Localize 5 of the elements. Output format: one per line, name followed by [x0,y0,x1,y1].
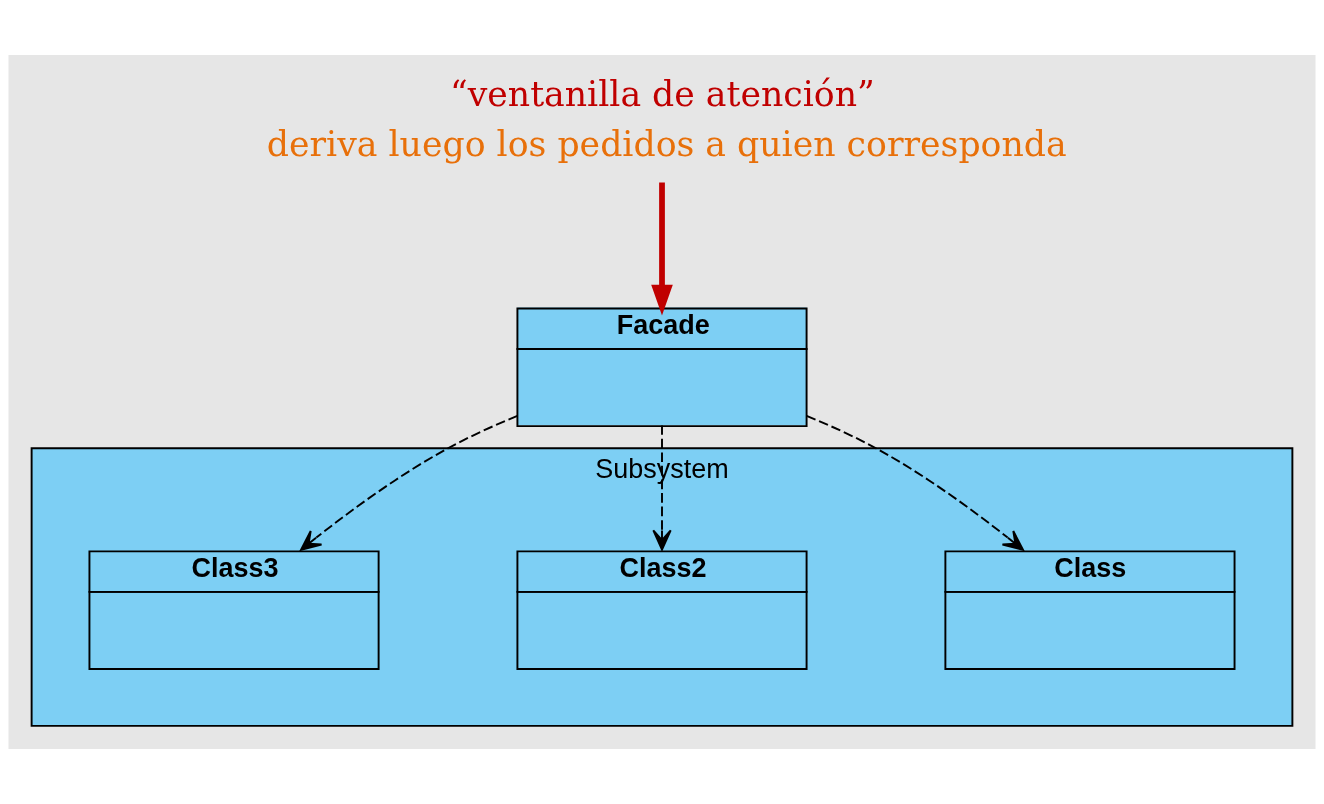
node-text: “ventanilla de atención” deriva luego los pedidos a quien corresponda [266,73,1067,165]
arrow [651,182,673,316]
arrow [300,415,519,551]
arrow [805,415,1024,551]
arrow [652,424,672,551]
